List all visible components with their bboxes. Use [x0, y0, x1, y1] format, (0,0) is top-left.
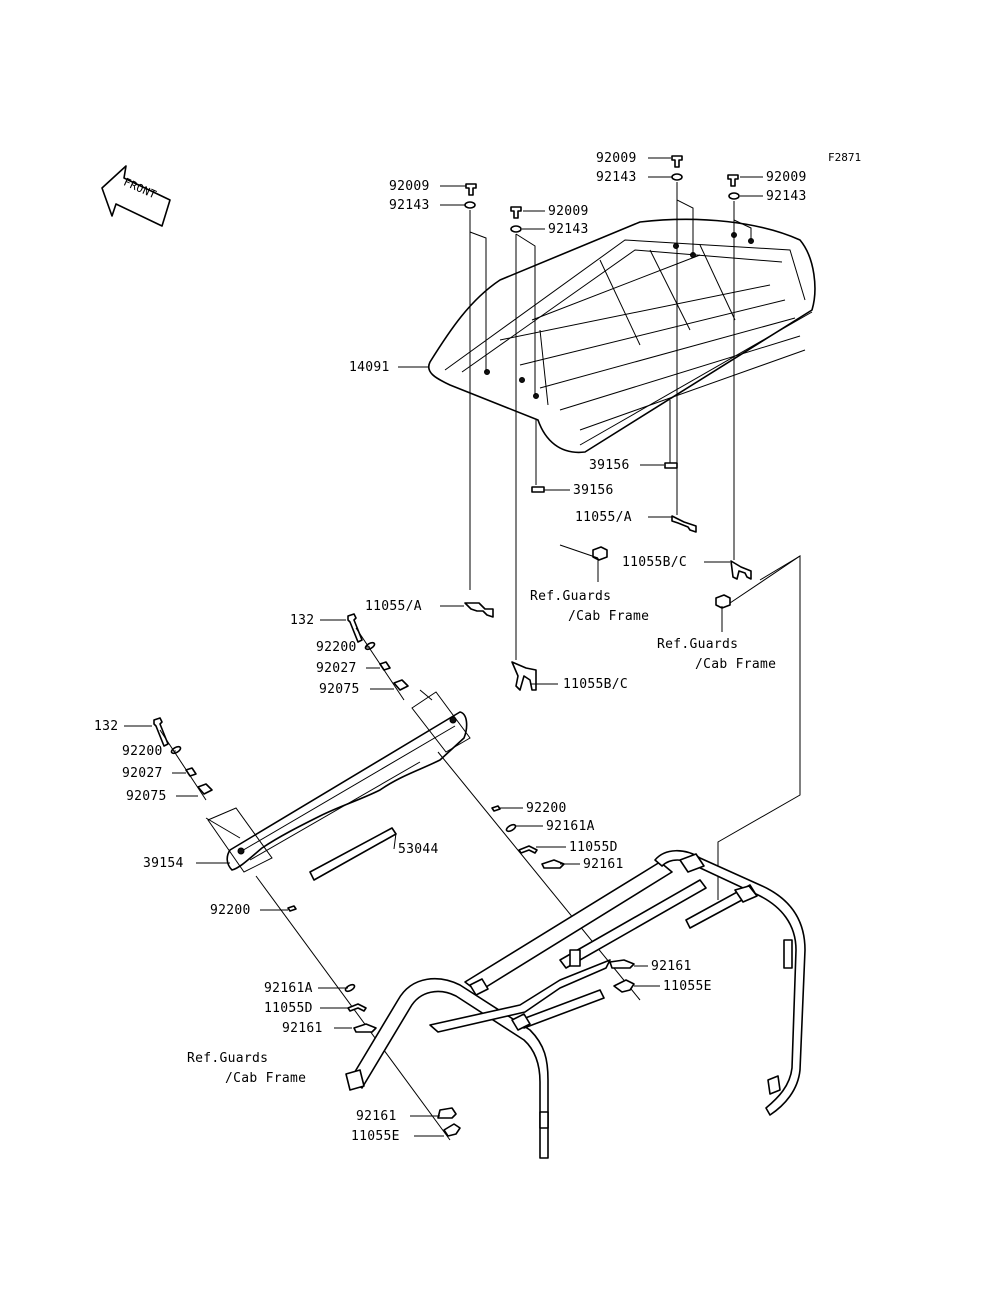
grommet-icon: [197, 783, 213, 795]
part-label: 92143: [548, 222, 589, 237]
washer-icon: [364, 641, 376, 651]
clamp-icon: [613, 979, 635, 993]
part-label: 11055E: [663, 979, 712, 994]
clamp-icon: [511, 661, 537, 691]
callouts: [124, 157, 763, 1137]
clip-icon: [437, 1107, 457, 1119]
part-label: 11055/A: [365, 599, 422, 614]
part-label: 92161: [282, 1021, 323, 1036]
grommet-icon: [393, 679, 409, 691]
clamp-icon: [464, 602, 494, 618]
clip-icon: [518, 845, 538, 854]
bolt-icon: [671, 155, 683, 168]
cab-frame: [345, 849, 806, 1159]
washer-icon: [491, 805, 501, 812]
part-label: 132: [290, 613, 314, 628]
part-label: 92143: [766, 189, 807, 204]
nut-icon: [592, 546, 608, 561]
diagram-code: F2871: [828, 151, 861, 164]
washer-icon: [344, 983, 356, 993]
seal-strip: [309, 827, 397, 881]
part-label: 11055B/C: [563, 677, 628, 692]
washer-icon: [671, 173, 683, 181]
part-labels: 92009 92143 92009 92143 92009 92143 9200…: [94, 151, 807, 1144]
bolt-icon: [727, 174, 739, 187]
part-label: Ref.Guards: [530, 589, 611, 604]
clamp-icon: [730, 560, 752, 580]
part-label: 92143: [389, 198, 430, 213]
part-label: 39156: [589, 458, 630, 473]
part-label: 92200: [526, 801, 567, 816]
part-label: 92009: [596, 151, 637, 166]
washer-icon: [287, 905, 297, 912]
part-label: 92200: [122, 744, 163, 759]
part-label: 92161: [583, 857, 624, 872]
bolt-icon: [347, 613, 363, 643]
roof-panel: [428, 218, 816, 454]
part-label: 53044: [398, 842, 439, 857]
pad-icon: [664, 462, 678, 469]
part-label: 92200: [316, 640, 357, 655]
part-label: 39154: [143, 856, 184, 871]
part-label: 92161: [356, 1109, 397, 1124]
bolt-icon: [465, 183, 477, 196]
part-label: /Cab Frame: [695, 657, 776, 672]
washer-icon: [464, 201, 476, 209]
front-arrow-icon: FRONT: [101, 165, 171, 227]
clip-icon: [353, 1023, 377, 1033]
part-label: 92009: [389, 179, 430, 194]
bolt-icon: [510, 206, 522, 219]
clamp-icon: [671, 515, 697, 533]
part-label: 92075: [319, 682, 360, 697]
part-label: 11055E: [351, 1129, 400, 1144]
part-label: 92027: [122, 766, 163, 781]
part-label: 92009: [548, 204, 589, 219]
part-label: 14091: [349, 360, 390, 375]
rear-panel: [226, 711, 468, 871]
washer-icon: [728, 192, 740, 200]
part-label: 39156: [573, 483, 614, 498]
nut-icon: [715, 594, 731, 609]
part-label: 11055B/C: [622, 555, 687, 570]
washer-icon: [510, 225, 522, 233]
part-label: 11055D: [569, 840, 618, 855]
clamp-icon: [443, 1123, 461, 1137]
pad-icon: [531, 486, 545, 493]
part-label: 92075: [126, 789, 167, 804]
clip-icon: [609, 959, 635, 969]
part-label: 11055D: [264, 1001, 313, 1016]
part-label: 132: [94, 719, 118, 734]
clip-icon: [541, 859, 565, 869]
part-label: 92161: [651, 959, 692, 974]
part-label: 92027: [316, 661, 357, 676]
part-label: 11055/A: [575, 510, 632, 525]
washer-icon: [170, 745, 182, 755]
part-label: 92161A: [546, 819, 595, 834]
washer-icon: [505, 823, 517, 833]
part-label: Ref.Guards: [187, 1051, 268, 1066]
part-label: 92200: [210, 903, 251, 918]
part-label: 92009: [766, 170, 807, 185]
part-label: /Cab Frame: [225, 1071, 306, 1086]
part-label: 92161A: [264, 981, 313, 996]
part-label: /Cab Frame: [568, 609, 649, 624]
clip-icon: [347, 1003, 367, 1012]
part-label: 92143: [596, 170, 637, 185]
part-label: Ref.Guards: [657, 637, 738, 652]
